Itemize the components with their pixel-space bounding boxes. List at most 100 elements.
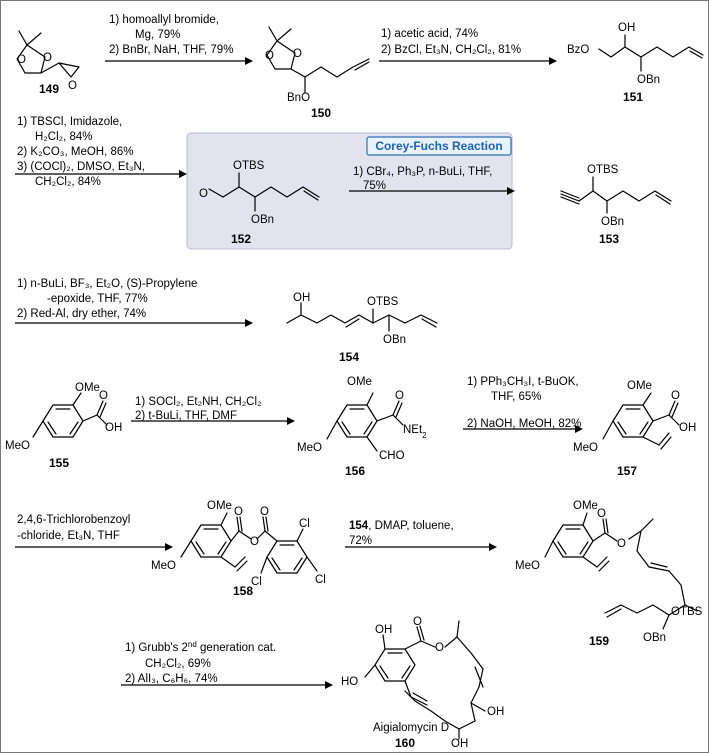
step-4-line-1: 1) CBr₄, Ph₃P, n-BuLi, THF,	[353, 166, 492, 178]
step-5-line-3: 2) Red-Al, dry ether, 74%	[17, 308, 146, 320]
compound-160-label: 160	[395, 736, 415, 750]
arrowhead-step-6	[287, 417, 295, 425]
ome-157: OMe	[627, 380, 652, 392]
step-7-line-1: 1) PPh₃CH₃I, t-BuOK,	[467, 376, 579, 388]
step-6-line-1: 1) SOCl₂, Et₂NH, CH₂Cl₂	[135, 396, 261, 408]
o-160a: O	[413, 616, 422, 628]
step-7-line-3: 2) NaOH, MeOH, 82%	[467, 418, 581, 430]
step-1-line-2: Mg, 79%	[135, 29, 180, 41]
obn-152: OBn	[251, 214, 274, 226]
compound-151-label: 151	[623, 90, 643, 104]
step-3-line-3: 2) K₂CO₃, MeOH, 86%	[17, 146, 134, 158]
cl-158a: Cl	[299, 518, 310, 530]
corey-fuchs-title: Corey-Fuchs Reaction	[375, 139, 502, 153]
cl-158b: Cl	[251, 576, 262, 588]
otbs-152: OTBS	[233, 160, 265, 172]
ome-156: OMe	[347, 376, 372, 388]
arrowhead-step-3	[179, 170, 187, 178]
corey-fuchs-badge	[366, 136, 512, 156]
compound-160-name: Aigialomycin D	[373, 722, 449, 734]
o-atom-149a: O	[17, 54, 26, 66]
arrowhead-step-7	[575, 425, 583, 433]
o-aldehyde-152: O	[199, 188, 208, 200]
step-5-line-1: 1) n-BuLi, BF₃, Et₂O, (S)-Propylene	[17, 278, 197, 290]
obn-153: OBn	[601, 216, 624, 228]
oh-157: OH	[679, 422, 696, 434]
compound-154-label: 154	[339, 350, 359, 364]
bzo-151: BzO	[567, 44, 589, 56]
ome-159: OMe	[573, 500, 598, 512]
obn-151: OBn	[637, 74, 660, 86]
compound-157-structure	[602, 392, 680, 450]
oh-160b: OH	[487, 706, 504, 718]
o-atom-149b: O	[43, 52, 52, 64]
compound-155-structure	[32, 392, 108, 438]
step-3-line-5: CH₂Cl₂, 84%	[35, 176, 101, 188]
step-2-line-1: 1) acetic acid, 74%	[381, 28, 478, 40]
oh-151: OH	[618, 22, 635, 34]
compound-152-label: 152	[231, 232, 251, 246]
compound-158-structure	[180, 512, 318, 574]
arrowhead-step-2	[549, 57, 557, 65]
o-amide-156: O	[395, 390, 404, 402]
step-10-line-1: 1) Grubb's 2nd generation cat.	[125, 640, 276, 655]
compound-159-label: 159	[589, 634, 609, 648]
ome-155: OMe	[75, 382, 100, 394]
step-2-line-2: 2) BzCl, Et₃N, CH₂Cl₂, 81%	[381, 44, 521, 56]
net2-156: NEt2	[403, 424, 427, 440]
step-7-line-2: THF, 65%	[491, 391, 542, 403]
compound-157-label: 157	[617, 464, 637, 478]
step-10-line-3: 2) AlI₃, C₆H₆, 74%	[125, 673, 218, 685]
meo-158: MeO	[151, 560, 176, 572]
o-158a: O	[234, 506, 243, 518]
compound-149-label: 149	[39, 82, 59, 96]
oh-160a: OH	[375, 624, 392, 636]
o-158c: O	[260, 506, 269, 518]
o-159a: O	[597, 508, 606, 520]
compound-160-structure	[364, 620, 486, 740]
otbs-159: OTBS	[671, 606, 703, 618]
o-atom-150a: O	[265, 50, 274, 62]
compound-156-structure	[326, 392, 404, 452]
compound-150-structure	[266, 26, 370, 94]
step-8-line-2: -chloride, Et₃N, THF	[17, 530, 120, 542]
step-1-line-1: 1) homoallyl bromide,	[109, 14, 219, 26]
o-acid-157: O	[671, 390, 680, 402]
otbs-154: OTBS	[367, 296, 399, 308]
oh-155: OH	[105, 422, 122, 434]
oh-160c: OH	[451, 738, 468, 750]
ome-158: OMe	[207, 500, 232, 512]
cl-158c: Cl	[315, 574, 326, 586]
compound-151-structure	[598, 34, 704, 72]
step-5-line-2: -epoxide, THF, 77%	[47, 293, 148, 305]
arrowhead-step-10	[325, 681, 333, 689]
arrowhead-step-1	[245, 57, 253, 65]
compound-154-structure	[286, 302, 438, 332]
o-158b: O	[250, 536, 259, 548]
step-3-line-4: 3) (COCl)₂, DMSO, Et₃N,	[17, 161, 145, 173]
cho-156: CHO	[379, 450, 405, 462]
step-8-line-1: 2,4,6-Trichlorobenzoyl	[17, 514, 130, 526]
o-159b: O	[617, 538, 626, 550]
compound-152-structure	[208, 172, 320, 212]
compound-153-structure	[560, 176, 672, 214]
arrowhead-step-5	[245, 319, 253, 327]
compound-149-structure	[16, 30, 80, 78]
compound-153-label: 153	[599, 232, 619, 246]
step-10-line-2: CH₂Cl₂, 69%	[145, 658, 211, 670]
oh-154: OH	[293, 292, 310, 304]
meo-157: MeO	[573, 442, 598, 454]
compound-150-label: 150	[311, 106, 331, 120]
compound-156-label: 156	[345, 464, 365, 478]
ho-160: HO	[341, 676, 358, 688]
o-atom-149c: O	[68, 80, 77, 92]
step-1-line-3: 2) BnBr, NaH, THF, 79%	[109, 44, 233, 56]
meo-156: MeO	[297, 442, 322, 454]
arrowhead-step-9	[489, 543, 497, 551]
otbs-153: OTBS	[587, 164, 619, 176]
obn-159: OBn	[643, 632, 666, 644]
o-atom-150b: O	[293, 48, 302, 60]
o-160b: O	[435, 642, 444, 654]
